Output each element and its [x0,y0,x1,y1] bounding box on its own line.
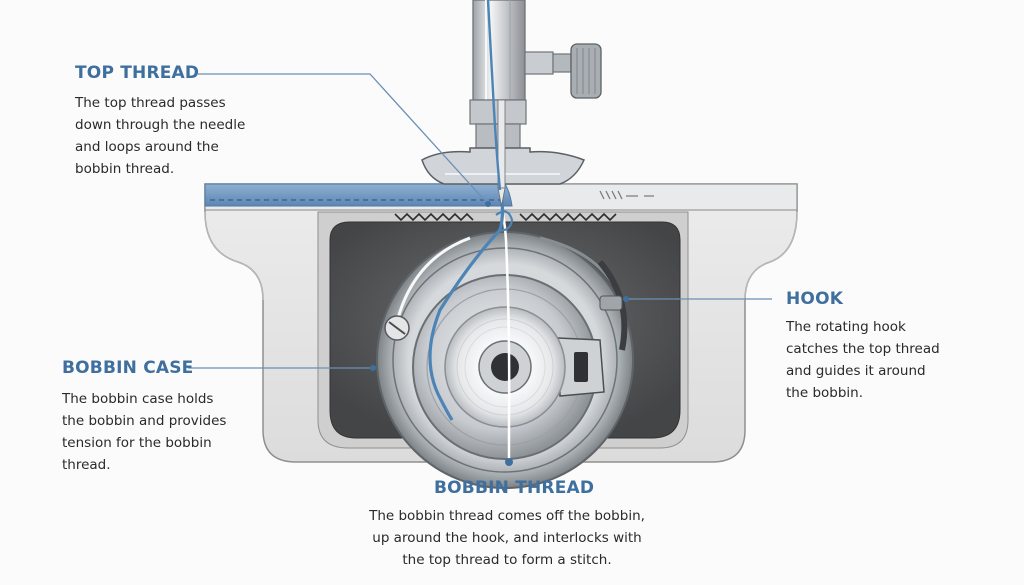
top-thread-description: The top thread passes down through the n… [75,92,245,180]
bobbin-case-line: tension for the bobbin [62,435,212,451]
hook-screw-icon [384,315,410,341]
hook-line: and guides it around [786,363,926,379]
top-thread-line: The top thread passes [75,95,226,111]
bobbin-case-description: The bobbin case holds the bobbin and pro… [62,388,226,476]
leader-lines [188,73,772,371]
hook-line: the bobbin. [786,385,864,401]
top-thread-loop [428,189,505,421]
top-thread-upper [486,0,502,191]
fabric-layer [204,183,513,207]
bobbin-thread [501,213,511,462]
bobbin-thread-line: The bobbin thread comes off the bobbin, [369,508,645,524]
hook-title: HOOK [786,289,844,309]
hook-line: The rotating hook [786,319,906,335]
hook-line: catches the top thread [786,341,940,357]
top-thread-line: down through the needle [75,117,246,133]
hook-description: The rotating hook catches the top thread… [786,316,940,404]
bobbin-case-line: the bobbin and provides [62,413,227,429]
bobbin-case-title: BOBBIN CASE [62,358,194,378]
bobbin [444,306,566,428]
needle-assembly [421,0,602,207]
bobbin-thread-line: the top thread to form a stitch. [402,552,612,568]
bobbin-case-line: The bobbin case holds [62,391,214,407]
bobbin-case-line: thread. [62,457,111,473]
bobbin-thread-line: up around the hook, and interlocks with [372,530,642,546]
feed-dogs [394,212,617,222]
top-thread-line: bobbin thread. [75,161,175,177]
leader-top-thread [198,73,489,205]
bobbin-thread-title: BOBBIN THREAD [434,478,595,498]
top-thread-line: and loops around the [75,139,219,155]
bobbin-thread-dot [505,458,513,466]
top-thread-title: TOP THREAD [75,63,200,83]
bobbin-thread-description: The bobbin thread comes off the bobbin, … [352,505,662,571]
